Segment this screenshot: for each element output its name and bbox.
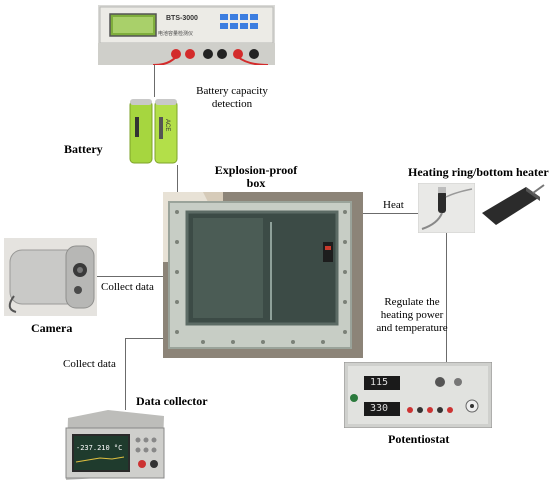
battery-label: Battery	[64, 142, 103, 156]
collect-data-collector-label: Collect data	[63, 358, 116, 370]
potentiostat-display-top: 115	[370, 377, 389, 388]
heat-label: Heat	[383, 199, 404, 211]
battery-cells-image: ACE	[128, 97, 180, 165]
explosion-proof-box-label: Explosion-proof box	[214, 163, 298, 190]
potentiostat-display-bottom: 330	[370, 403, 389, 414]
battery-cell-text: ACE	[164, 119, 170, 132]
battery-capacity-tester-image: BTS-3000 电池容量检测仪	[98, 5, 275, 65]
battery-capacity-detection-label: Battery capacity detection	[196, 85, 268, 110]
tester-brand: BTS-3000	[166, 15, 198, 22]
explosion-proof-box-image	[163, 192, 363, 358]
camera-image	[4, 238, 97, 316]
data-collector-label: Data collector	[136, 394, 208, 408]
connector-box-heater	[362, 213, 418, 214]
heating-ring-image	[418, 183, 475, 233]
potentiostat-label: Potentiostat	[388, 432, 450, 446]
connector-box-collector-h	[125, 338, 163, 339]
connector-camera-box	[97, 276, 163, 277]
connector-box-collector-v	[125, 338, 126, 410]
collector-display-value: -237.210 °C	[76, 444, 123, 452]
connector-battery-box	[177, 165, 178, 193]
connector-tester-battery	[154, 65, 155, 97]
regulate-label: Regulate the heating power and temperatu…	[376, 296, 448, 334]
bottom-heater-image	[478, 183, 546, 227]
camera-label: Camera	[31, 321, 73, 335]
collect-data-camera-label: Collect data	[101, 281, 154, 293]
potentiostat-image: 115 330	[344, 362, 492, 428]
heating-ring-label: Heating ring/bottom heater	[408, 165, 549, 179]
tester-subtitle: 电池容量检测仪	[158, 31, 194, 37]
connector-heater-potentiostat	[446, 232, 447, 362]
data-collector-image: -237.210 °C	[58, 410, 170, 482]
